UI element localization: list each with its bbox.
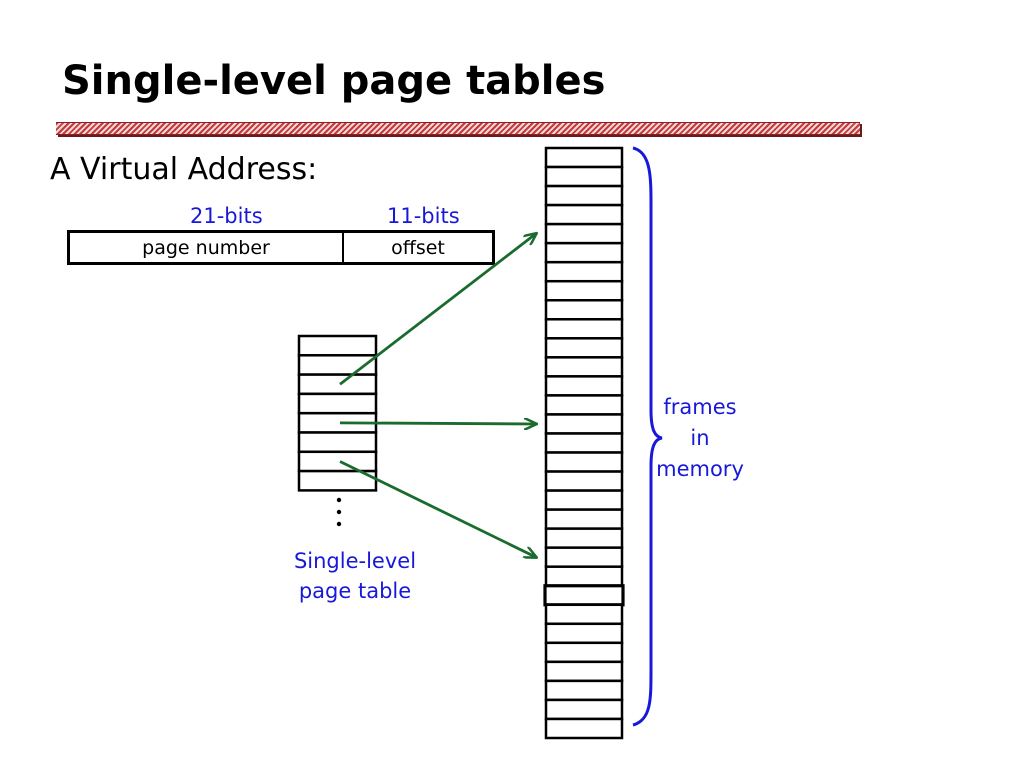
- memory-frame: [544, 413, 624, 435]
- slide-title: Single-level page tables: [62, 58, 606, 104]
- memory-frame: [543, 584, 625, 607]
- continuation-dot: [336, 497, 342, 503]
- memory-frame: [544, 318, 624, 340]
- page-table-entry: [297, 392, 378, 415]
- mapping-arrow: [339, 423, 536, 424]
- memory-frame: [544, 660, 624, 683]
- memory-frames: [543, 146, 625, 740]
- memory-frame: [544, 337, 624, 359]
- memory-frame: [544, 279, 624, 302]
- page-table-entry: [297, 431, 378, 454]
- memory-frame: [544, 641, 624, 664]
- frames-label-line2: in: [690, 426, 710, 450]
- page-table-continuation-dots: [336, 497, 342, 527]
- title-underline-rule: [56, 122, 860, 135]
- page-table-entry: [297, 334, 378, 357]
- memory-frame: [544, 622, 624, 645]
- memory-frame: [544, 432, 624, 454]
- page-table-entry: [297, 469, 378, 492]
- memory-frame: [544, 241, 624, 264]
- page-number-bits-label: 21-bits: [190, 204, 263, 228]
- memory-frame: [544, 527, 624, 549]
- memory-frame: [544, 203, 624, 226]
- memory-frame: [544, 356, 624, 378]
- memory-frame: [544, 299, 624, 321]
- page-table-label-line1: Single-level: [293, 549, 417, 573]
- frames-label-line1: frames: [663, 395, 737, 419]
- mapping-arrow: [339, 234, 536, 386]
- memory-frame: [544, 451, 624, 473]
- memory-frame: [544, 565, 624, 587]
- memory-frame: [544, 394, 624, 416]
- page-table-entry: [297, 450, 378, 473]
- memory-frame: [544, 165, 624, 188]
- page-table-label-line2: page table: [298, 579, 412, 603]
- page-number-field: page number: [70, 233, 344, 262]
- mapping-arrow: [339, 460, 536, 557]
- memory-frame: [544, 375, 624, 397]
- page-table-label: Single-level page table: [270, 546, 440, 606]
- frames-brace: [632, 146, 663, 727]
- virtual-address-box: page number offset: [67, 230, 495, 265]
- offset-bits-label: 11-bits: [387, 204, 460, 228]
- memory-frame: [544, 470, 624, 492]
- continuation-dot: [336, 521, 342, 527]
- frames-label-line3: memory: [656, 457, 744, 481]
- memory-frame: [544, 717, 624, 740]
- virtual-address-heading: A Virtual Address:: [50, 152, 318, 187]
- memory-frame: [544, 698, 624, 721]
- memory-frame: [544, 260, 624, 283]
- memory-frame: [544, 222, 624, 245]
- memory-frame: [544, 508, 624, 530]
- memory-frame: [544, 679, 624, 702]
- memory-frame: [544, 546, 624, 568]
- offset-field: offset: [391, 236, 445, 259]
- page-table: [297, 334, 378, 492]
- mapping-arrows: [339, 234, 536, 558]
- memory-frame: [544, 603, 624, 626]
- continuation-dot: [336, 509, 342, 515]
- memory-frame: [544, 489, 624, 511]
- page-table-entry: [297, 373, 378, 396]
- memory-frame: [544, 184, 624, 207]
- frames-in-memory-label: frames in memory: [645, 392, 755, 485]
- memory-frame: [544, 146, 624, 169]
